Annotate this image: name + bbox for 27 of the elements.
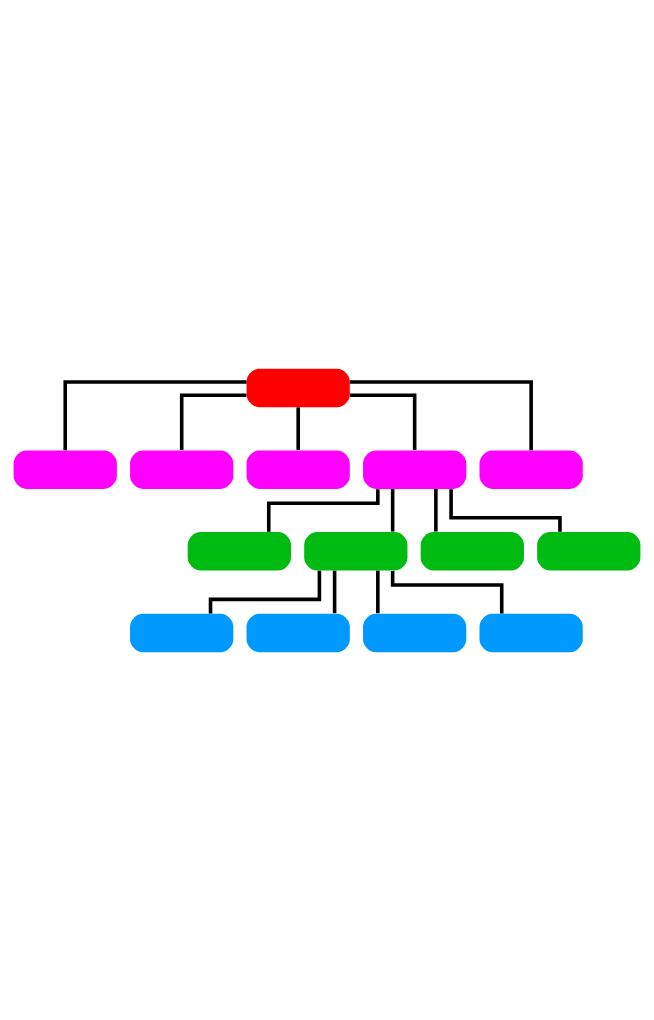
connector bbox=[349, 392, 417, 450]
node-box bbox=[187, 531, 291, 571]
connector bbox=[390, 570, 504, 613]
connector bbox=[208, 570, 322, 613]
connector bbox=[349, 379, 533, 450]
node-box bbox=[246, 368, 350, 407]
connector bbox=[390, 488, 395, 532]
connector bbox=[63, 379, 247, 450]
node-box bbox=[246, 613, 350, 652]
connector bbox=[332, 570, 337, 613]
node-box bbox=[363, 613, 467, 652]
node-box bbox=[363, 449, 467, 489]
node-box bbox=[246, 449, 350, 489]
node-box bbox=[130, 449, 234, 489]
connector bbox=[449, 488, 562, 532]
connector bbox=[179, 392, 247, 450]
node-box bbox=[130, 613, 234, 652]
node-box bbox=[537, 531, 641, 571]
node-box bbox=[420, 531, 524, 571]
node-box bbox=[304, 531, 408, 571]
node-box bbox=[13, 449, 117, 489]
connector bbox=[266, 488, 380, 532]
connector bbox=[434, 488, 438, 532]
connector bbox=[376, 570, 380, 613]
node-box bbox=[479, 449, 583, 489]
node-box bbox=[479, 613, 583, 652]
connector bbox=[296, 406, 300, 450]
